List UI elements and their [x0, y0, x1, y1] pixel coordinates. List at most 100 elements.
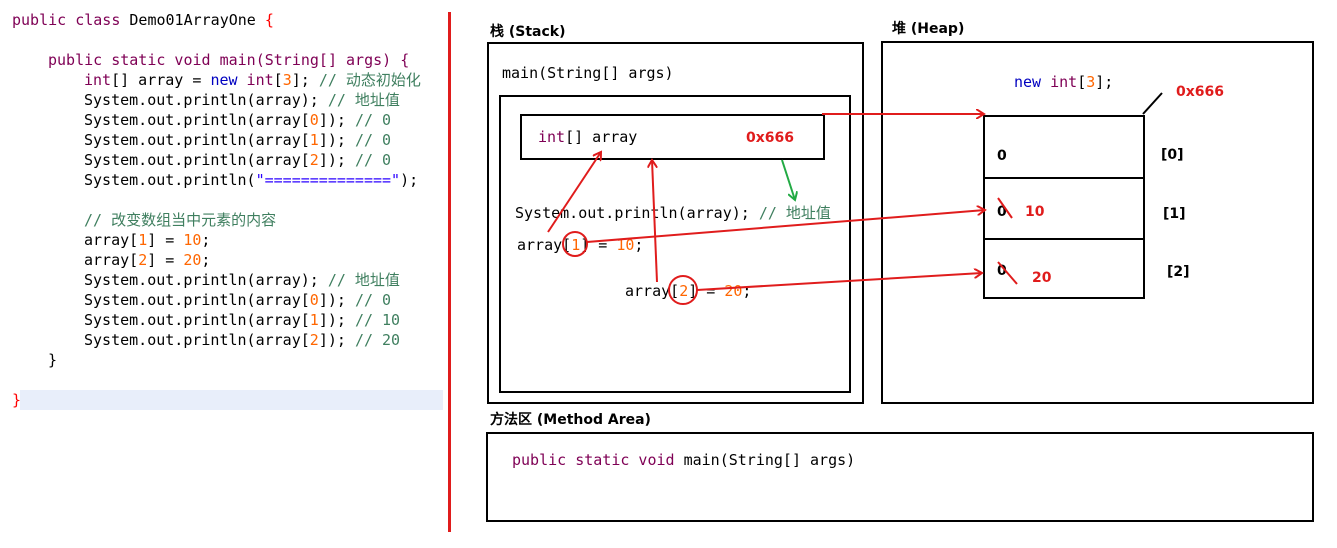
code-line-close-main: }: [48, 350, 57, 370]
number: 0: [309, 111, 319, 129]
heap-new-array-label: new int[3];: [1014, 73, 1113, 91]
code-line-6: System.out.println("==============");: [84, 170, 418, 190]
code-text: ]);: [318, 291, 355, 309]
code-editor: public class Demo01ArrayOne { public sta…: [0, 0, 443, 548]
number: 2: [309, 151, 319, 169]
keyword: public: [12, 11, 67, 29]
array-variable-label: int[] array: [538, 128, 637, 146]
main-signature: public static void main(String[] args) {: [48, 51, 410, 69]
number: 2: [679, 282, 689, 300]
code-text: System.out.println(array[: [84, 131, 310, 149]
stack-frame-label: main(String[] args): [502, 64, 674, 82]
code-line-1: int[] array = new int[3]; // 动态初始化: [84, 70, 421, 90]
comment: // 10: [354, 311, 401, 329]
comment: // 0: [354, 151, 392, 169]
array-variable-box: [520, 114, 825, 160]
code-text: System.out.println(array);: [515, 204, 759, 222]
number: 1: [571, 236, 581, 254]
keyword: new: [210, 71, 238, 89]
comment: // 地址值: [758, 204, 831, 222]
comment: // 0: [354, 131, 392, 149]
code-text: ]);: [318, 331, 355, 349]
brace: }: [12, 391, 22, 409]
comment: // 地址值: [327, 91, 400, 109]
keyword: class: [75, 11, 121, 29]
code-text: array[: [517, 236, 572, 254]
code-text: ] =: [147, 231, 184, 249]
code-text: ]);: [318, 151, 355, 169]
code-text: main(String[] args): [674, 451, 856, 469]
keyword: new: [1014, 73, 1042, 91]
stack-assign-2: array[2] = 20;: [625, 282, 751, 300]
cell-1-new-value: 10: [1025, 204, 1045, 220]
number: 0: [309, 291, 319, 309]
number: 10: [616, 236, 635, 254]
method-area-signature: public static void main(String[] args): [512, 451, 855, 469]
code-line-3: System.out.println(array[0]); // 0: [84, 110, 391, 130]
code-text: System.out.println(array[: [84, 111, 310, 129]
number: 20: [724, 282, 743, 300]
code-text: ]);: [318, 311, 355, 329]
stack-title: 栈 (Stack): [490, 24, 566, 40]
number: 2: [309, 331, 319, 349]
brace: }: [48, 351, 58, 369]
code-text: System.out.println(array[: [84, 151, 310, 169]
code-text: ;: [201, 251, 211, 269]
number: 3: [1086, 73, 1096, 91]
keyword: int: [84, 71, 112, 89]
code-line-main: public static void main(String[] args) {: [48, 50, 409, 70]
code-line-11: System.out.println(array[0]); // 0: [84, 290, 391, 310]
code-line-close-class: }: [12, 390, 21, 410]
number: 3: [282, 71, 292, 89]
method-area-title: 方法区 (Method Area): [490, 412, 651, 428]
cell-1-index: [1]: [1163, 206, 1186, 222]
code-text: System.out.println(: [84, 171, 256, 189]
number: 1: [138, 231, 148, 249]
comment: // 动态初始化: [318, 71, 421, 89]
comment: // 改变数组当中元素的内容: [84, 211, 277, 229]
cell-0-old-value: 0: [997, 148, 1007, 164]
code-text: ;: [742, 282, 752, 300]
keyword: int: [237, 71, 274, 89]
number: 2: [138, 251, 148, 269]
code-text: [: [273, 71, 283, 89]
comment: // 地址值: [327, 271, 400, 289]
number: 1: [309, 311, 319, 329]
code-text: ];: [291, 71, 319, 89]
code-line-2: System.out.println(array); // 地址值: [84, 90, 400, 110]
code-text: array[: [84, 231, 139, 249]
number: 1: [309, 131, 319, 149]
method-area-box: [486, 432, 1314, 522]
cell-2-old-value: 0: [997, 263, 1007, 279]
keyword: int: [538, 128, 566, 146]
cell-2-index: [2]: [1167, 264, 1190, 280]
code-text: ]);: [318, 111, 355, 129]
code-line-class: public class Demo01ArrayOne {: [12, 10, 274, 30]
code-text: System.out.println(array);: [84, 91, 328, 109]
keyword: public static void: [512, 451, 675, 469]
variable-name: [] array: [565, 128, 638, 146]
code-line-8: array[1] = 10;: [84, 230, 210, 250]
cell-divider: [983, 177, 1145, 179]
heap-address-label: 0x666: [1176, 84, 1224, 100]
code-text: array[: [625, 282, 680, 300]
heap-title: 堆 (Heap): [892, 21, 965, 37]
code-line-10: System.out.println(array); // 地址值: [84, 270, 400, 290]
stack-assign-1: array[1] = 10;: [517, 236, 643, 254]
code-text: System.out.println(array[: [84, 311, 310, 329]
main-frame-box: [499, 95, 851, 393]
code-text: [] array =: [111, 71, 211, 89]
stack-println-line: System.out.println(array); // 地址值: [515, 202, 831, 223]
code-text: ;: [634, 236, 644, 254]
array-address-value: 0x666: [746, 130, 794, 146]
code-text: ] =: [688, 282, 725, 300]
code-text: System.out.println(array[: [84, 331, 310, 349]
comment: // 0: [354, 111, 392, 129]
comment: // 0: [354, 291, 392, 309]
number: 10: [183, 231, 202, 249]
code-text: ] =: [580, 236, 617, 254]
cell-2-new-value: 20: [1032, 270, 1052, 286]
code-line-4: System.out.println(array[1]); // 0: [84, 130, 391, 150]
code-text: ];: [1095, 73, 1114, 91]
brace: {: [264, 11, 274, 29]
